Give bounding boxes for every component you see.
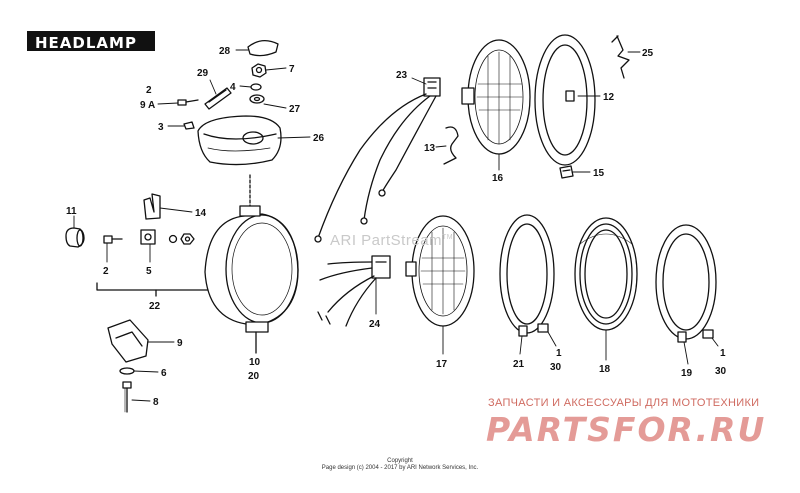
leader-lines: [73, 49, 719, 402]
callout-12: 12: [603, 92, 615, 103]
grommet-part: [249, 94, 265, 104]
screw-part: [559, 165, 574, 179]
diagram-title: HEADLAMP: [27, 31, 155, 52]
callout-3: 3: [158, 122, 164, 133]
gasket-strip-part: [204, 87, 232, 110]
callout-13: 13: [424, 143, 436, 154]
callout-19: 19: [681, 368, 693, 379]
callout-30-mid: 30: [550, 362, 562, 373]
callout-1-mid: 1: [556, 348, 562, 359]
callout-25: 25: [642, 48, 654, 59]
callout-15: 15: [593, 168, 605, 179]
callout-22: 22: [149, 301, 161, 312]
socket-wires-part: [317, 255, 391, 327]
promo-logo: PARTSFOR.RU: [486, 410, 767, 449]
sealed-beam-upper-part: [461, 39, 531, 155]
callout-18: 18: [599, 364, 611, 375]
small-bolt-part: [103, 235, 123, 244]
spring-part: [611, 35, 630, 79]
footer-copyright: Copyright: [387, 458, 413, 464]
ari-watermark: ARI PartStreamTM: [330, 232, 454, 249]
spring-clip-part: [443, 126, 459, 165]
long-bolt-part: [122, 381, 132, 413]
promo-tagline: ЗАПЧАСТИ И АКСЕССУАРЫ ДЛЯ МОТОТЕХНИКИ: [488, 397, 760, 409]
callout-21: 21: [513, 359, 525, 370]
nut-part: [251, 63, 267, 78]
callout-9: 9: [177, 338, 183, 349]
washer-part: [250, 83, 262, 91]
cap-part: [247, 40, 279, 57]
callout-23: 23: [396, 70, 408, 81]
trim-ring-part: [574, 217, 638, 331]
retaining-ring-upper-part: [534, 34, 596, 166]
callout-1-right: 1: [720, 348, 726, 359]
footer-page-design: Page design (c) 2004 - 2017 by ARI Netwo…: [321, 465, 479, 471]
callout-10: 10: [249, 357, 261, 368]
callout-9a: 9 A: [140, 100, 155, 111]
retaining-ring-21-part: [499, 214, 555, 337]
callout-2-lower: 2: [103, 266, 109, 277]
callout-28: 28: [219, 46, 231, 57]
callout-17: 17: [436, 359, 448, 370]
callout-24: 24: [369, 319, 381, 330]
callout-labels: 28 7 29 4 27 2 9 A 3 26 23 25 12 13 16 1…: [66, 46, 727, 408]
callout-30-right: 30: [715, 366, 727, 377]
lower-bracket-part: [107, 319, 149, 363]
callout-26: 26: [313, 133, 325, 144]
callout-11: 11: [66, 206, 77, 217]
callout-27: 27: [289, 104, 301, 115]
callout-5: 5: [146, 266, 152, 277]
plug-part: [65, 227, 85, 248]
callout-6: 6: [161, 368, 167, 379]
callout-2-upper: 2: [146, 85, 152, 96]
callout-8: 8: [153, 397, 159, 408]
callout-14: 14: [195, 208, 207, 219]
callout-16: 16: [492, 173, 504, 184]
lock-washer-part: [119, 367, 135, 375]
retaining-ring-19-part: [655, 224, 717, 343]
callout-29: 29: [197, 68, 209, 79]
headlamp-housing-part: [204, 174, 299, 354]
wire-harness-part: [314, 77, 441, 243]
mounting-bracket-part: [143, 193, 161, 220]
callout-20: 20: [248, 371, 260, 382]
bolt-part: [177, 99, 199, 106]
clip-part: [183, 121, 195, 130]
callout-7: 7: [289, 64, 295, 75]
group-22-bracket: [96, 282, 216, 297]
housing-cover-part: [197, 115, 282, 166]
mount-hardware-part: [140, 229, 195, 245]
callout-4: 4: [230, 82, 236, 93]
